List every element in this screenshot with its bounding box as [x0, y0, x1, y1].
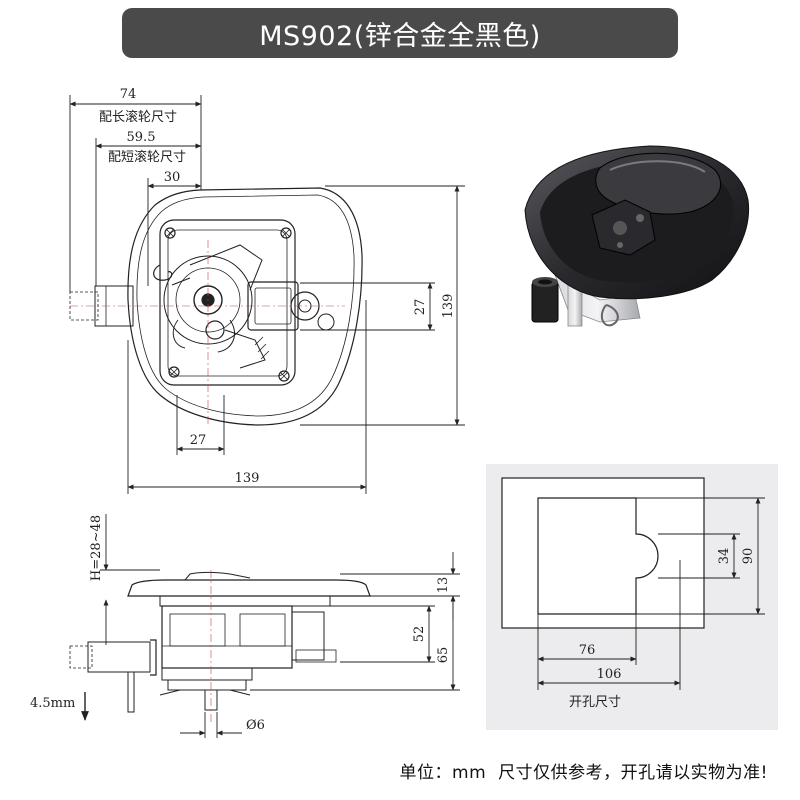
cutout-hole: [537, 497, 659, 615]
dim-139-vertical: 139: [441, 294, 456, 319]
top-view: [69, 187, 363, 426]
product-render: [524, 145, 750, 327]
footer-disclaimer: 尺寸仅供参考，开孔请以实物为准!: [498, 763, 768, 783]
label-long-roller: 配长滚轮尺寸: [99, 109, 177, 125]
dim-76: 76: [579, 643, 596, 658]
housing-screws: [164, 227, 292, 382]
top-view-outline: [127, 187, 363, 426]
dim-27-horizontal: 27: [190, 433, 207, 448]
product-title: MS902(锌合金全黑色): [259, 20, 541, 52]
dim-4-5mm: 4.5mm: [30, 696, 75, 711]
dim-106: 106: [597, 667, 622, 682]
footer-unit: 单位：mm: [399, 763, 487, 783]
plunger: [94, 285, 134, 327]
cutout-panel: [486, 464, 778, 730]
label-short-roller: 配短滚轮尺寸: [108, 149, 186, 165]
dim-30: 30: [164, 170, 181, 185]
footer-note: 单位：mm 尺寸仅供参考，开孔请以实物为准!: [400, 758, 780, 783]
side-body: [161, 605, 293, 669]
side-flange: [127, 579, 371, 597]
title-bar: MS902(锌合金全黑色): [122, 8, 678, 58]
spring-clip: [153, 264, 191, 286]
top-view-housing: [159, 219, 296, 386]
dim-139-horizontal: 139: [235, 471, 260, 486]
dim-59-5: 59.5: [127, 130, 156, 145]
dim-65: 65: [436, 647, 451, 664]
side-plunger: [87, 641, 151, 673]
dim-13: 13: [436, 577, 451, 594]
dim-34: 34: [717, 548, 732, 565]
side-view: [69, 570, 371, 725]
dim-90: 90: [741, 548, 756, 565]
side-view-dimensions: [81, 514, 460, 738]
top-view-dimensions: [69, 95, 465, 494]
cam-hub: [193, 285, 223, 315]
dim-27-vertical: 27: [413, 299, 428, 316]
dim-height-range: H=28~48: [89, 515, 104, 581]
cutout-label: 开孔尺寸: [569, 695, 621, 710]
dim-74: 74: [120, 87, 137, 102]
dim-52: 52: [412, 626, 427, 643]
dim-phi6: Ø6: [246, 718, 265, 733]
top-view-inner-outline: [136, 194, 355, 417]
